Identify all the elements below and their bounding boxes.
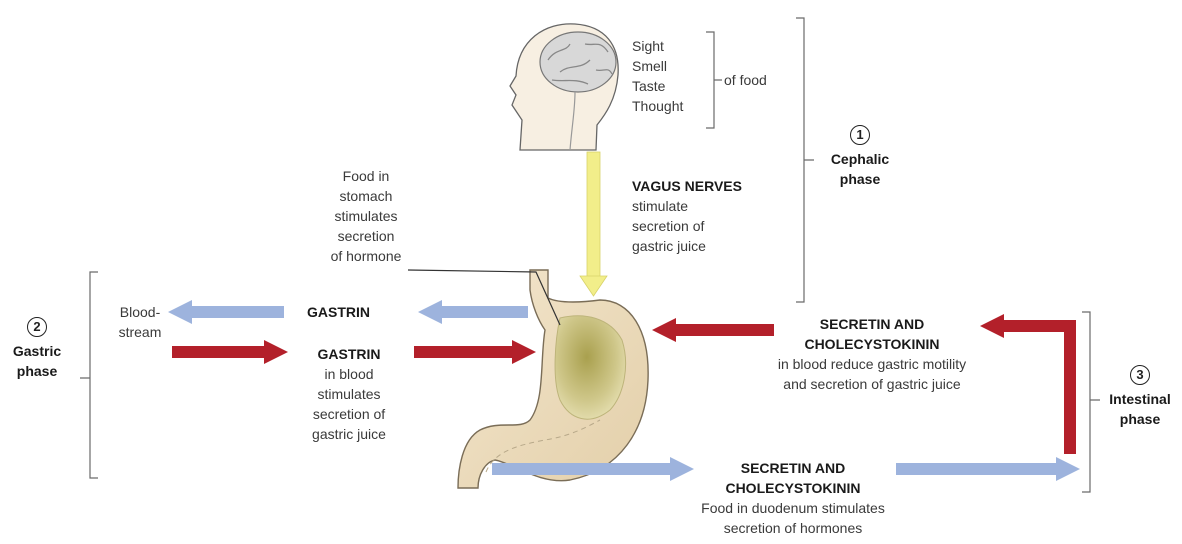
gastrin-top-label: GASTRIN (307, 302, 370, 322)
bloodstream-label: Blood- stream (104, 302, 176, 342)
secretin-lower-text: SECRETIN AND CHOLECYSTOKININ Food in duo… (688, 458, 898, 538)
stomach-food-line-4: secretion (306, 226, 426, 246)
sense-sight: Sight (632, 36, 683, 56)
secretin-upper-title-1: SECRETIN AND (750, 314, 994, 334)
vagus-line-1: stimulate (632, 196, 742, 216)
head-illustration (510, 24, 618, 150)
secretin-lower-line-2: secretion of hormones (688, 518, 898, 538)
sense-smell: Smell (632, 56, 683, 76)
stomach-food-line-1: Food in (306, 166, 426, 186)
gastric-phase-line2: phase (2, 361, 72, 381)
food-in-stomach-text: Food in stomach stimulates secretion of … (306, 166, 426, 266)
gastric-bracket (80, 272, 98, 478)
stomach-food-line-5: of hormone (306, 246, 426, 266)
secretin-lower-title-2: CHOLECYSTOKININ (688, 478, 898, 498)
brain-icon (540, 32, 616, 92)
bloodstream-to-gastrin-arrow (172, 340, 288, 364)
secretin-upper-title-2: CHOLECYSTOKININ (750, 334, 994, 354)
intestinal-phase-line1: Intestinal (1100, 389, 1180, 409)
secretin-upper-line-2: and secretion of gastric juice (750, 374, 994, 394)
gastrin-blood-line-3: secretion of (294, 404, 404, 424)
sense-taste: Taste (632, 76, 683, 96)
stomach-illustration (458, 270, 648, 488)
sense-thought: Thought (632, 96, 683, 116)
gastrin-blood-line-1: in blood (294, 364, 404, 384)
secretin-upper-text: SECRETIN AND CHOLECYSTOKININ in blood re… (750, 314, 994, 394)
intestinal-bracket (1082, 312, 1100, 492)
gastrin-blood-line-2: stimulates (294, 384, 404, 404)
vagus-nerves-text: VAGUS NERVES stimulate secretion of gast… (632, 176, 742, 256)
gastrin-blood-text: GASTRIN in blood stimulates secretion of… (294, 344, 404, 444)
vagus-line-2: secretion of (632, 216, 742, 236)
gastrin-to-bloodstream-arrow (168, 300, 284, 324)
cephalic-phase-line2: phase (812, 169, 908, 189)
bloodstream-line-1: Blood- (104, 302, 176, 322)
intestinal-phase-number: 3 (1130, 365, 1150, 385)
secretin-to-intestine-arrow (896, 457, 1080, 481)
gastrin-blood-title: GASTRIN (294, 344, 404, 364)
senses-bracket (706, 32, 722, 128)
intestinal-phase-line2: phase (1100, 409, 1180, 429)
cephalic-phase-number: 1 (850, 125, 870, 145)
stomach-food-line-2: stomach (306, 186, 426, 206)
cephalic-phase-label: 1 Cephalic phase (812, 124, 908, 189)
stomach-food-line-3: stimulates (306, 206, 426, 226)
vagus-nerves-title: VAGUS NERVES (632, 176, 742, 196)
secretin-lower-line-1: Food in duodenum stimulates (688, 498, 898, 518)
stomach-to-gastrin-arrow (418, 300, 528, 324)
intestinal-phase-label: 3 Intestinal phase (1100, 364, 1180, 429)
senses-list: Sight Smell Taste Thought (632, 36, 683, 116)
gastrin-blood-line-4: gastric juice (294, 424, 404, 444)
vagus-line-3: gastric juice (632, 236, 742, 256)
gastric-phase-label: 2 Gastric phase (2, 316, 72, 381)
senses-suffix: of food (724, 70, 767, 90)
gastric-phase-line1: Gastric (2, 341, 72, 361)
secretin-upper-line-1: in blood reduce gastric motility (750, 354, 994, 374)
gastric-phase-number: 2 (27, 317, 47, 337)
gastrin-to-stomach-arrow (414, 340, 536, 364)
bloodstream-line-2: stream (104, 322, 176, 342)
vagus-arrow (580, 152, 607, 296)
secretin-lower-title-1: SECRETIN AND (688, 458, 898, 478)
cephalic-phase-line1: Cephalic (812, 149, 908, 169)
